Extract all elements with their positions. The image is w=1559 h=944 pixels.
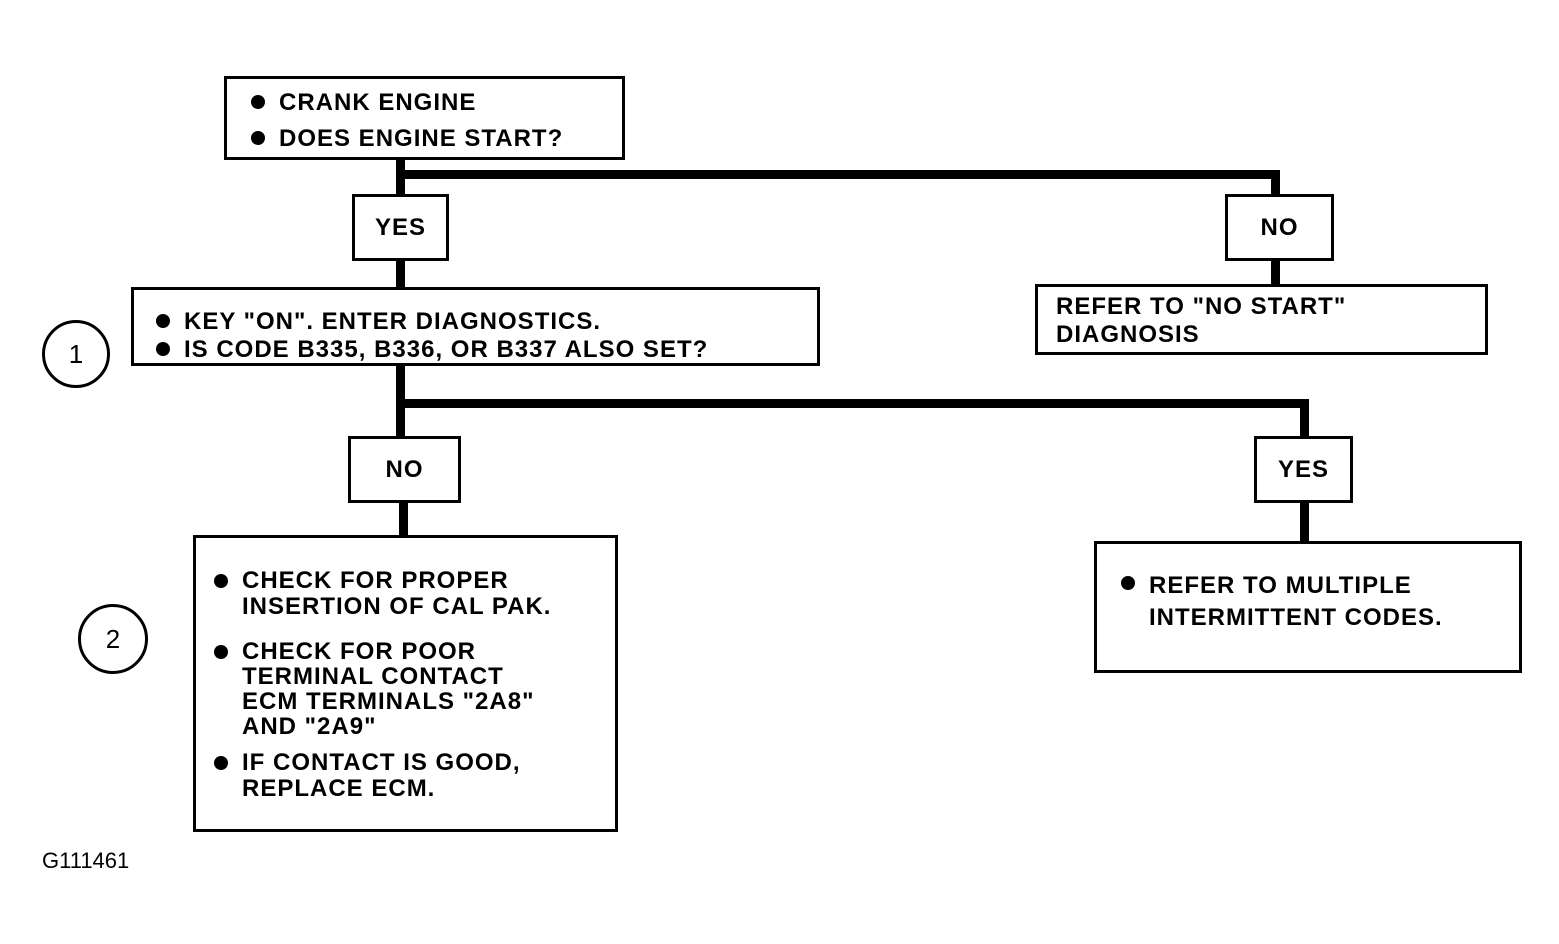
connector-no2-down [399, 500, 408, 538]
yes-label-2: YES [1254, 436, 1353, 503]
check-item-terminal-contact: CHECK FOR POOR TERMINAL CONTACT ECM TERM… [204, 639, 615, 740]
figure-id: G111461 [42, 848, 130, 873]
connector-branch-2 [396, 399, 1309, 408]
diag-item-key-on: KEY "ON". ENTER DIAGNOSTICS. [146, 308, 817, 336]
connector-branch-1 [396, 170, 1280, 179]
multiple-codes-box: REFER TO MULTIPLE INTERMITTENT CODES. [1094, 541, 1522, 673]
no-label-1: NO [1225, 194, 1334, 261]
diagnostics-box: KEY "ON". ENTER DIAGNOSTICS. IS CODE B33… [131, 287, 820, 366]
no-label-2: NO [348, 436, 461, 503]
diag-item-code-check: IS CODE B335, B336, OR B337 ALSO SET? [146, 336, 817, 364]
step-1-marker: 1 [42, 320, 110, 388]
step-2-marker: 2 [78, 604, 148, 674]
multiple-codes-list: REFER TO MULTIPLE INTERMITTENT CODES. [1111, 570, 1519, 635]
check-box-list: CHECK FOR PROPER INSERTION OF CAL PAK. C… [204, 567, 615, 803]
start-item-crank: CRANK ENGINE [241, 89, 622, 117]
start-box-list: CRANK ENGINE DOES ENGINE START? [241, 89, 622, 153]
start-item-does-start: DOES ENGINE START? [241, 125, 622, 153]
yes-label-1: YES [352, 194, 449, 261]
connector-yes2-to-box [1300, 500, 1309, 544]
diagnostics-box-list: KEY "ON". ENTER DIAGNOSTICS. IS CODE B33… [146, 308, 817, 363]
multi-item-refer: REFER TO MULTIPLE INTERMITTENT CODES. [1111, 570, 1519, 635]
connector-yes1-down [396, 258, 405, 290]
no-start-box: REFER TO "NO START" DIAGNOSIS [1035, 284, 1488, 355]
start-box: CRANK ENGINE DOES ENGINE START? [224, 76, 625, 160]
connector-no1-to-box [1271, 258, 1280, 286]
connector-yes2-down [1300, 399, 1309, 439]
check-box: CHECK FOR PROPER INSERTION OF CAL PAK. C… [193, 535, 618, 832]
check-item-cal-pak: CHECK FOR PROPER INSERTION OF CAL PAK. [204, 567, 615, 621]
connector-no1-down [1271, 170, 1280, 196]
check-item-replace-ecm: IF CONTACT IS GOOD, REPLACE ECM. [204, 749, 615, 803]
